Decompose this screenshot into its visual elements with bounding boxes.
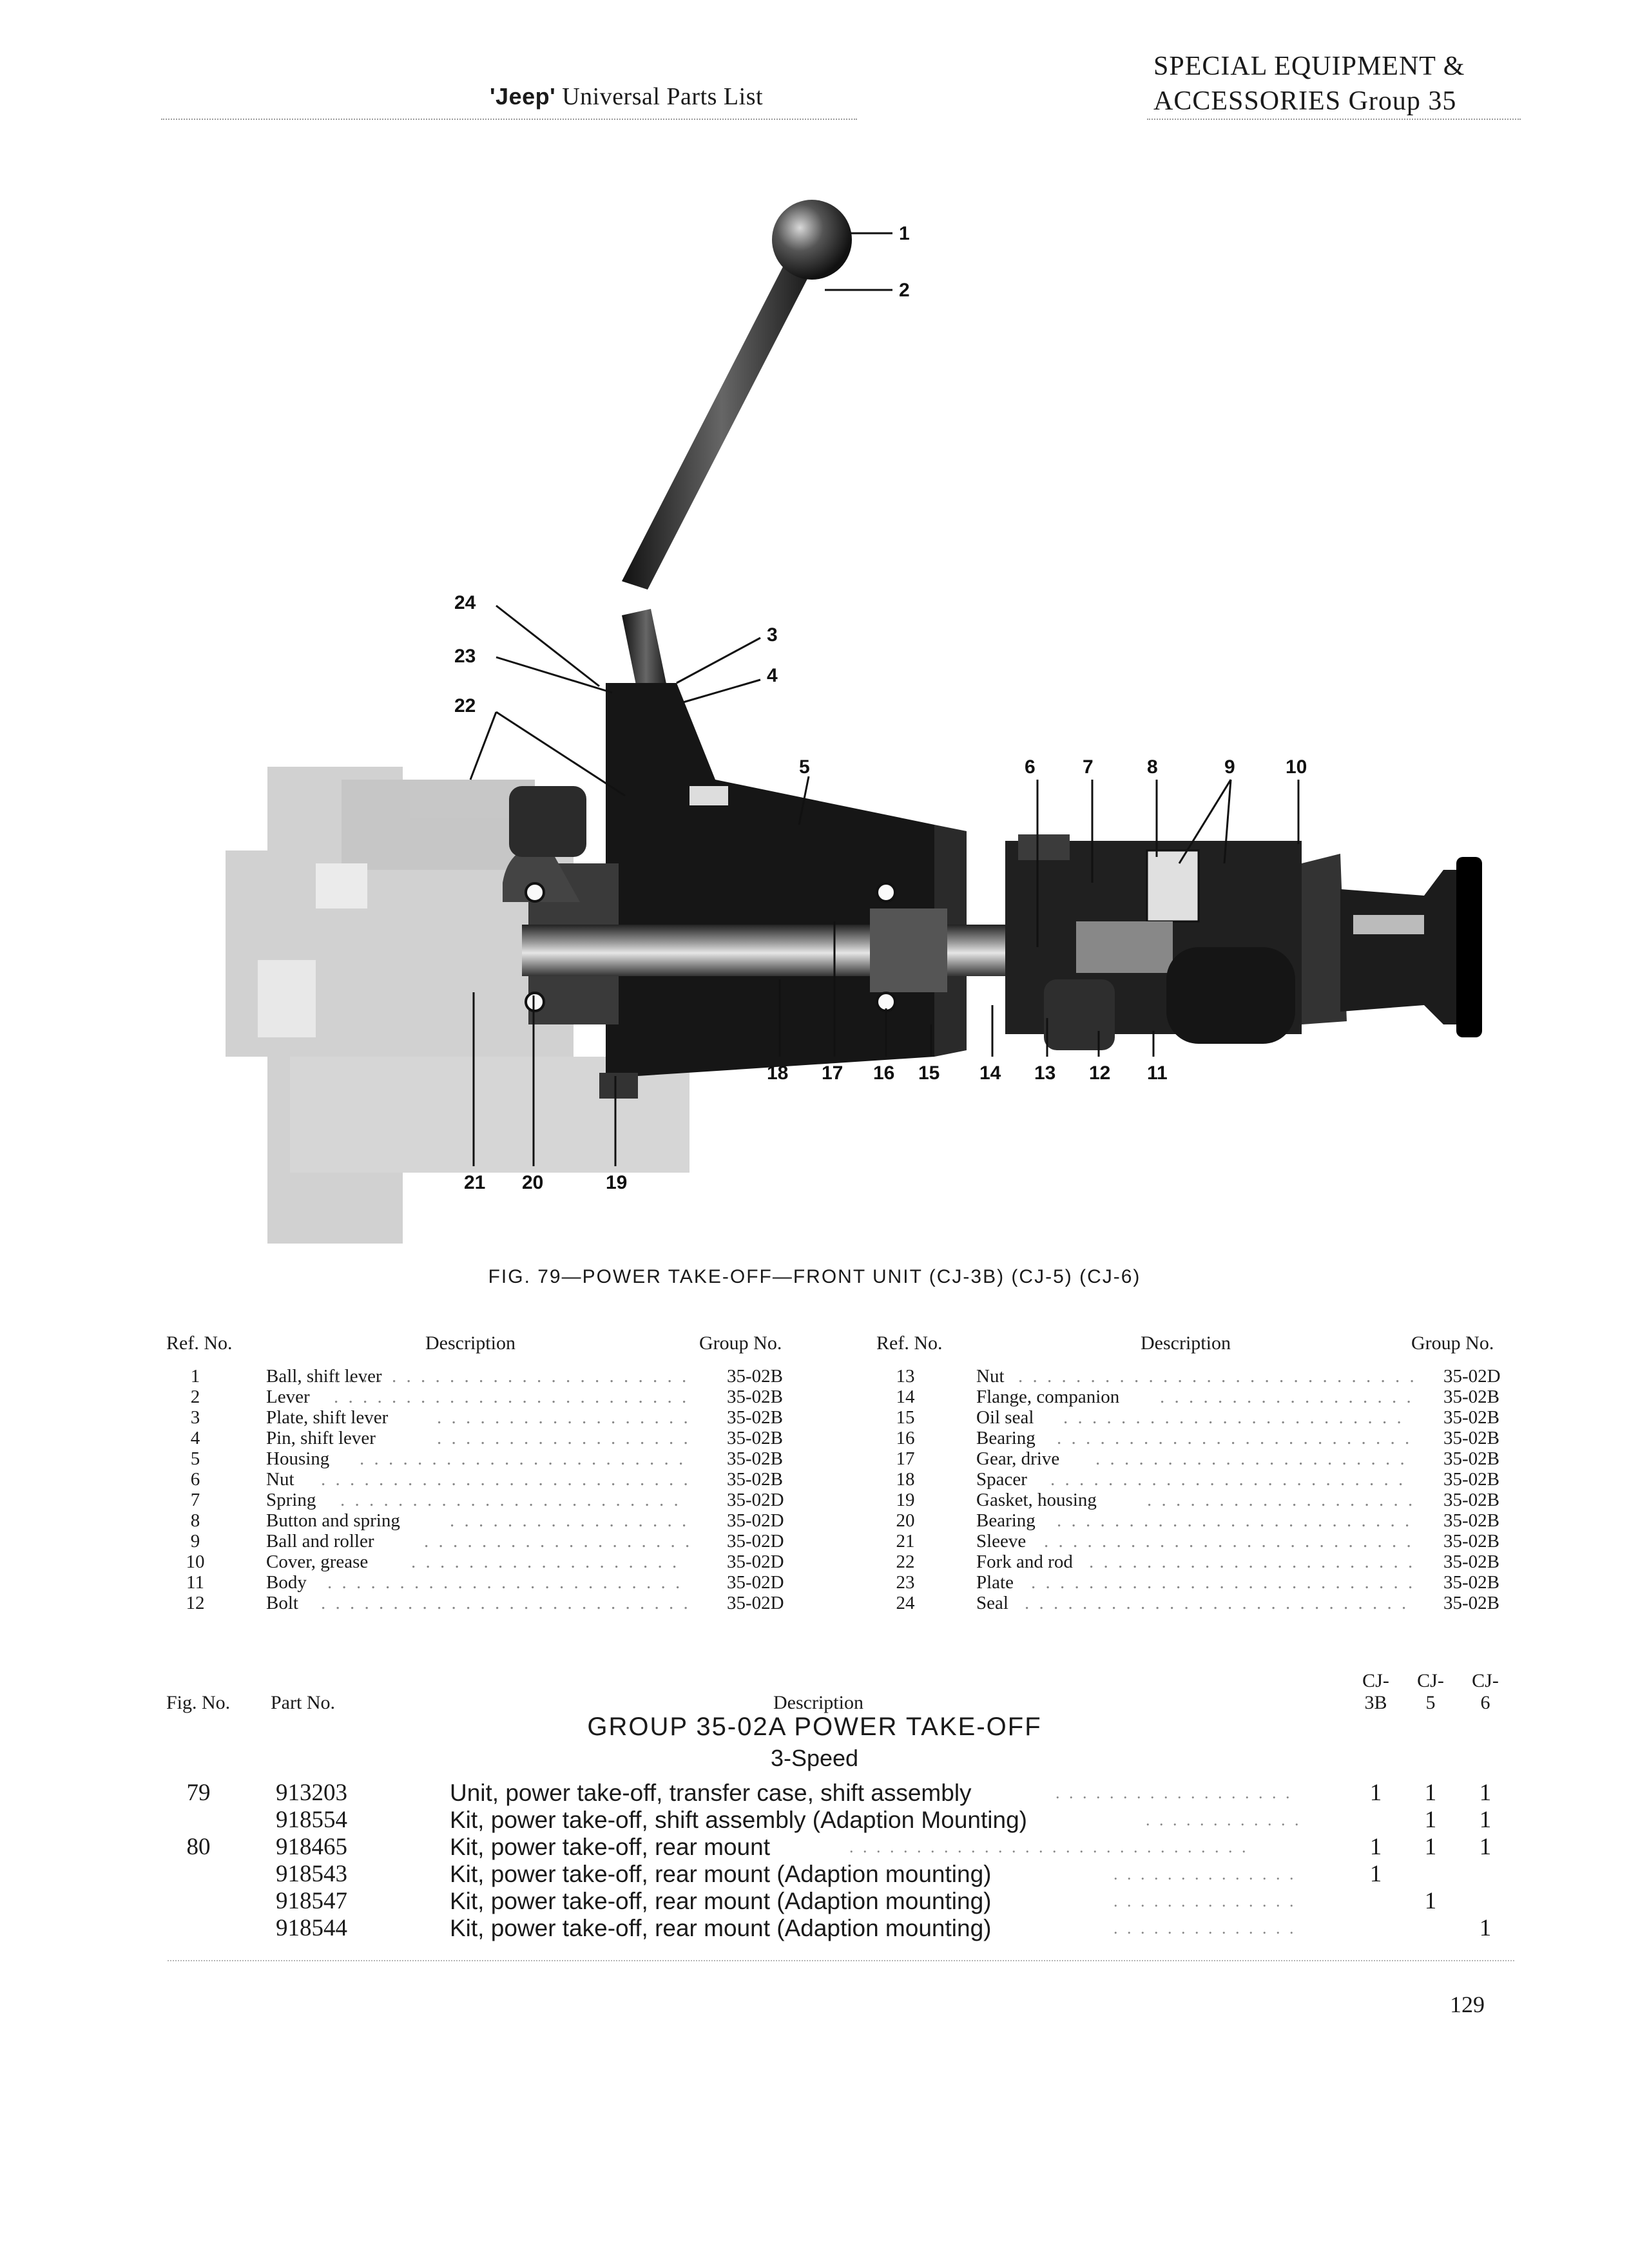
callout-22: 22 xyxy=(454,695,476,716)
callout-12: 12 xyxy=(1089,1062,1110,1084)
parts-header-cj5: CJ-5 xyxy=(1417,1670,1444,1713)
callout-10: 10 xyxy=(1286,756,1307,778)
leader-lines xyxy=(469,232,1300,1166)
callout-8: 8 xyxy=(1147,756,1158,778)
figure-caption-models: (CJ-3B) (CJ-5) (CJ-6) xyxy=(922,1266,1141,1287)
section-heading: SPECIAL EQUIPMENT & ACCESSORIES Group 35 xyxy=(1153,49,1465,119)
ref-left-header-group: Group No. xyxy=(699,1332,782,1354)
callout-7: 7 xyxy=(1083,756,1094,778)
callout-19: 19 xyxy=(606,1172,627,1193)
callout-14: 14 xyxy=(979,1062,1001,1084)
callout-9: 9 xyxy=(1224,756,1235,778)
callout-6: 6 xyxy=(1025,756,1036,778)
callout-21: 21 xyxy=(464,1172,485,1193)
bearings xyxy=(525,882,896,1012)
ref-right-header-ref: Ref. No. xyxy=(876,1332,943,1354)
callout-24: 24 xyxy=(454,592,476,613)
figure-caption: FIG. 79—POWER TAKE-OFF—FRONT UNIT (CJ-3B… xyxy=(0,1266,1629,1288)
footer-rule xyxy=(168,1960,1514,1961)
ref-left-header-desc: Description xyxy=(425,1332,516,1354)
callout-15: 15 xyxy=(918,1062,940,1084)
spacer xyxy=(870,908,947,992)
page-number: 129 xyxy=(1450,1992,1485,2017)
power-take-off-illustration: 1 2 3 4 5 6 7 8 9 10 11 12 13 14 15 16 1… xyxy=(226,200,1482,1244)
figure-caption-main: POWER TAKE-OFF—FRONT UNIT xyxy=(582,1266,923,1287)
callout-18: 18 xyxy=(767,1062,788,1084)
callout-4: 4 xyxy=(767,665,778,686)
callout-20: 20 xyxy=(522,1172,543,1193)
callout-5: 5 xyxy=(799,756,810,778)
section-heading-line1: SPECIAL EQUIPMENT & xyxy=(1153,52,1465,81)
header-rule-left xyxy=(161,119,857,120)
section-heading-line2: ACCESSORIES Group 35 xyxy=(1153,86,1457,116)
ref-right-header-group: Group No. xyxy=(1411,1332,1494,1354)
parts-header-desc: Description xyxy=(773,1692,863,1713)
callout-3: 3 xyxy=(767,624,778,646)
callout-1: 1 xyxy=(899,223,910,244)
callout-11: 11 xyxy=(1147,1062,1168,1084)
running-title-rest: Universal Parts List xyxy=(555,83,764,110)
shift-lever-ball xyxy=(772,200,852,280)
parts-header-part: Part No. xyxy=(271,1692,335,1713)
group-title: GROUP 35-02A POWER TAKE-OFF xyxy=(587,1713,1042,1741)
figure-caption-prefix: FIG. 79— xyxy=(488,1266,583,1287)
callout-16: 16 xyxy=(873,1062,894,1084)
output-yoke xyxy=(1340,857,1482,1037)
callout-17: 17 xyxy=(822,1062,843,1084)
ref-left-header-ref: Ref. No. xyxy=(166,1332,233,1354)
running-title-brand: 'Jeep' xyxy=(490,83,556,110)
callout-13: 13 xyxy=(1034,1062,1055,1084)
group-subtitle: 3-Speed xyxy=(770,1745,859,1771)
header-rule-right xyxy=(1147,119,1521,120)
parts-header-cj6: CJ-6 xyxy=(1472,1670,1499,1713)
parts-header-fig: Fig. No. xyxy=(166,1692,231,1713)
running-title: 'Jeep' Universal Parts List xyxy=(490,82,763,111)
callout-2: 2 xyxy=(899,280,910,301)
parts-header-cj3b: CJ-3B xyxy=(1362,1670,1389,1713)
callout-23: 23 xyxy=(454,646,476,667)
shift-lever xyxy=(622,200,852,757)
ref-right-header-desc: Description xyxy=(1141,1332,1231,1354)
rear-drive-unit xyxy=(1005,834,1347,1050)
callout-labels: 1 2 3 4 5 6 7 8 9 10 11 12 13 14 15 16 1… xyxy=(454,223,1307,1193)
